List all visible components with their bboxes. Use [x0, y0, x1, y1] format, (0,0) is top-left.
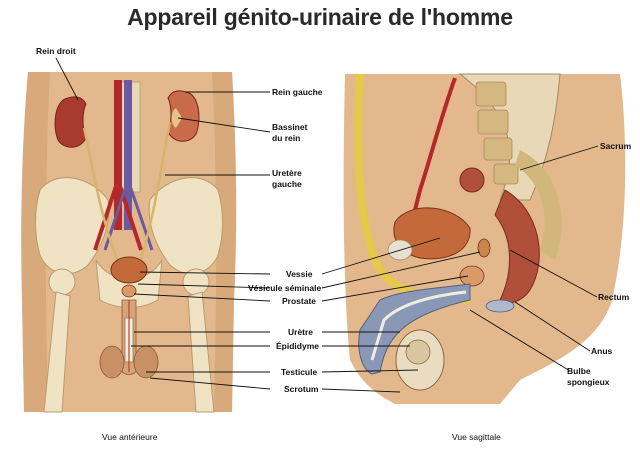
label-uretere: Uretère — [272, 168, 302, 178]
label-rectum: Rectum — [598, 292, 630, 302]
anterior-view-illustration — [21, 72, 237, 413]
label-bulbe: Bulbe — [567, 366, 591, 376]
caption-anterior-view: Vue antérieure — [102, 432, 158, 442]
label-testicule: Testicule — [281, 367, 318, 377]
label-sacrum: Sacrum — [600, 141, 632, 151]
label-scrotum: Scrotum — [284, 384, 319, 394]
label-uretre: Urètre — [288, 327, 314, 337]
leader-lines — [55, 57, 599, 393]
label-vesicule-seminale: Vésicule séminale — [248, 283, 322, 293]
label-epididyme: Épididyme — [276, 341, 319, 351]
label-spongieux: spongieux — [567, 377, 610, 387]
label-rein-gauche: Rein gauche — [272, 87, 323, 97]
caption-sagittal-view: Vue sagittale — [452, 432, 501, 442]
label-du-rein: du rein — [272, 133, 301, 143]
page-title: Appareil génito-urinaire de l'homme — [127, 4, 513, 30]
label-bassinet: Bassinet — [272, 122, 308, 132]
label-vessie: Vessie — [286, 269, 313, 279]
label-rein-droit: Rein droit — [36, 46, 76, 56]
label-gauche: gauche — [272, 179, 302, 189]
label-prostate: Prostate — [282, 296, 317, 306]
label-anus: Anus — [591, 346, 613, 356]
sagittal-view-illustration — [343, 73, 626, 404]
